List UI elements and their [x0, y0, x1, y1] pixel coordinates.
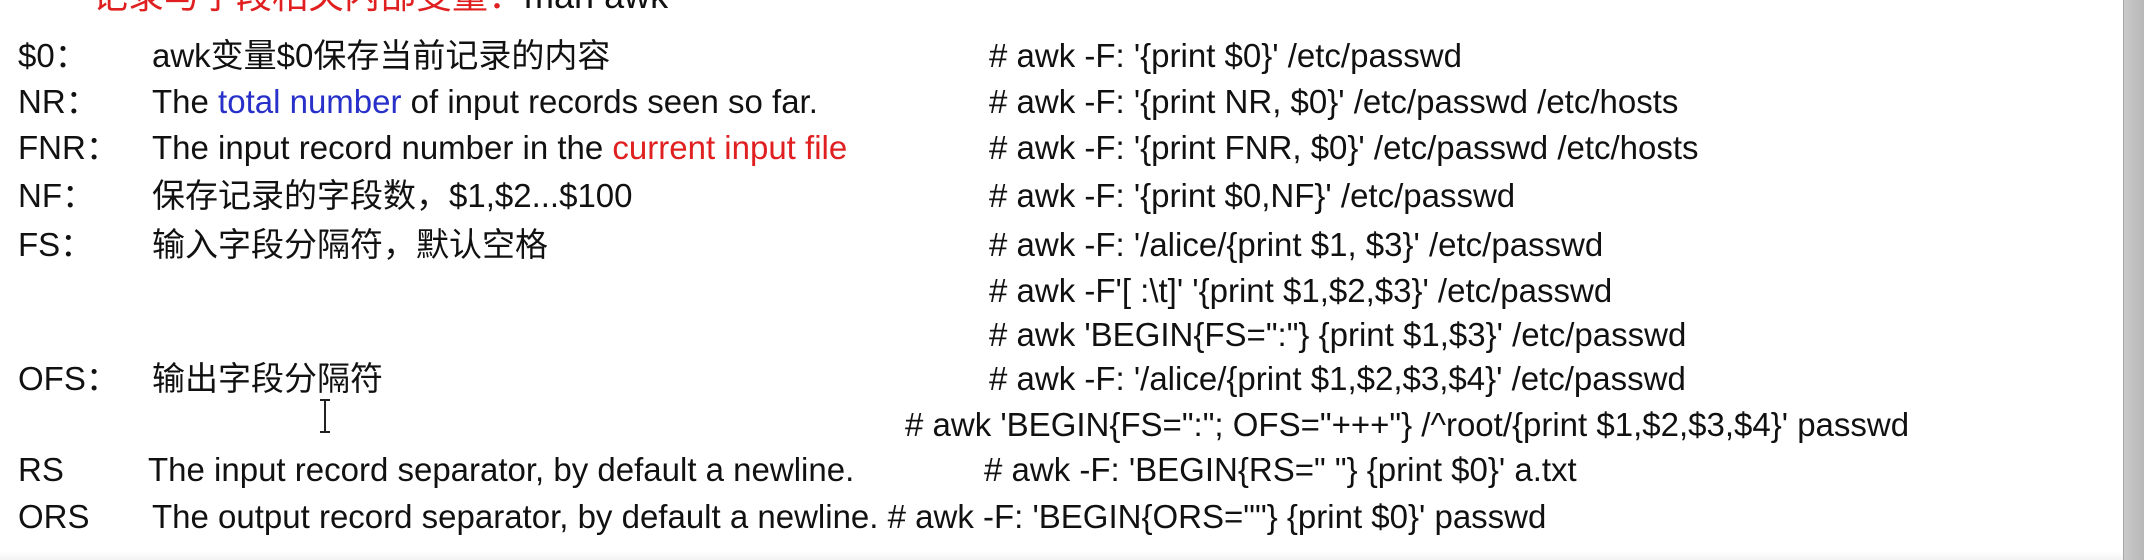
command-fnr: # awk -F: '{print FNR, $0}' /etc/passwd … [989, 129, 1699, 166]
description-fnr: The input record number in the current i… [152, 128, 847, 168]
description-ofs: 输出字段分隔符 [152, 360, 383, 397]
description-rs: The input record separator, by default a… [148, 451, 855, 488]
command-fs: # awk -F: '/alice/{print $1, $3}' /etc/p… [989, 226, 1604, 263]
command-rs: # awk -F: 'BEGIN{RS=" "} {print $0}' a.t… [984, 451, 1577, 488]
description-fnr-pre: The input record number in the [152, 129, 613, 166]
description-nr-pre: The [152, 83, 219, 120]
description-ors: The output record separator, by default … [152, 497, 1546, 537]
command-fs-2: # awk -F'[ :\t]' '{print $1,$2,$3}' /etc… [989, 272, 1613, 309]
slide-heading: ＝＝记录与字段相关内部变量：man awk [20, 0, 668, 16]
command-nr: # awk -F: '{print NR, $0}' /etc/passwd /… [989, 83, 1679, 120]
variable-dollar-zero: $0： [18, 37, 88, 74]
variable-ofs: OFS： [18, 360, 119, 397]
description-fnr-highlight: current input file [612, 129, 848, 166]
description-ors-text: The output record separator, by default … [152, 498, 879, 535]
variable-rs: RS [18, 451, 64, 488]
variable-fs: FS： [18, 226, 94, 263]
bottom-edge [0, 552, 2144, 560]
command-fs-3: # awk 'BEGIN{FS=":"} {print $1,$3}' /etc… [989, 316, 1687, 353]
description-nr-post: of input records seen so far. [401, 83, 818, 120]
command-ofs-2: # awk 'BEGIN{FS=":"; OFS="+++"} /^root/{… [905, 406, 1910, 443]
variable-nr: NR： [18, 83, 99, 120]
heading-man-reference: man awk [524, 0, 668, 16]
variable-ors: ORS [18, 498, 90, 535]
description-nr: The total number of input records seen s… [152, 82, 818, 122]
scrollbar-track[interactable] [2123, 0, 2144, 560]
command-dollar-zero: # awk -F: '{print $0}' /etc/passwd [989, 37, 1462, 74]
command-ofs: # awk -F: '/alice/{print $1,$2,$3,$4}' /… [989, 360, 1686, 397]
command-ors: # awk -F: 'BEGIN{ORS=""} {print $0}' pas… [887, 498, 1547, 535]
description-nr-highlight: total number [218, 83, 402, 120]
command-nf: # awk -F: '{print $0,NF}' /etc/passwd [989, 177, 1516, 214]
description-nf: 保存记录的字段数，$1,$2...$100 [152, 177, 633, 214]
description-dollar-zero: awk变量$0保存当前记录的内容 [152, 37, 611, 74]
heading-title: 记录与字段相关内部变量： [92, 0, 524, 16]
variable-fnr: FNR： [18, 129, 119, 166]
variable-nf: NF： [18, 177, 95, 214]
i-beam-cursor-icon [320, 399, 330, 433]
heading-marks: ＝＝ [20, 0, 92, 16]
description-fs: 输入字段分隔符，默认空格 [152, 226, 548, 263]
